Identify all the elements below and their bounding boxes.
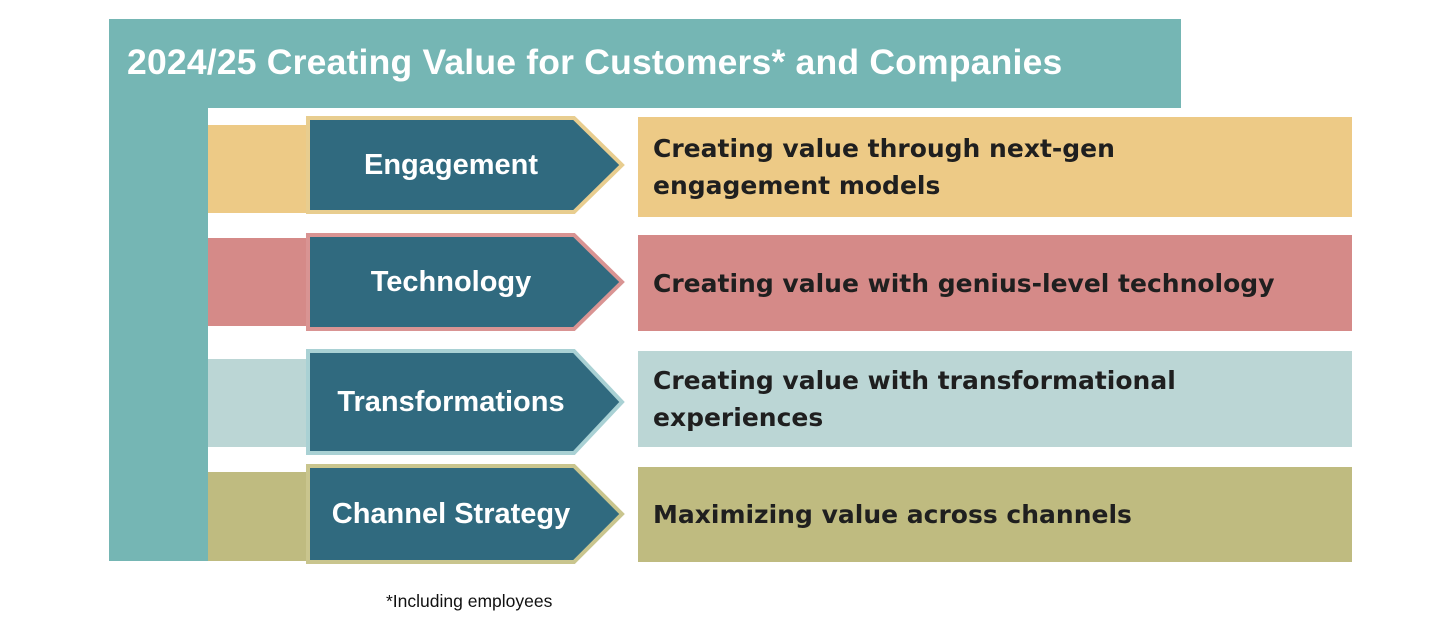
arrow-shape: [306, 349, 625, 455]
description-box: Creating value through next-gen engageme…: [638, 117, 1352, 217]
description-box: Creating value with transformational exp…: [638, 351, 1352, 447]
arrow-label: Technology: [370, 265, 532, 298]
arrow-shape: [306, 233, 625, 331]
arrow-transformations: Transformations: [306, 349, 626, 455]
description-text: Creating value through next-gen engageme…: [653, 134, 1115, 200]
lead-bar: [208, 472, 310, 561]
frame-top-bar: [109, 19, 1181, 108]
lead-bar: [208, 125, 310, 213]
footnote: *Including employees: [386, 591, 553, 611]
frame-side-bar: [109, 19, 208, 561]
diagram-title: 2024/25 Creating Value for Customers* an…: [127, 42, 1063, 82]
arrow-shape: [306, 116, 625, 214]
arrow-label: Channel Strategy: [331, 497, 571, 530]
arrow-technology: Technology: [306, 233, 626, 331]
arrow-label: Transformations: [337, 385, 565, 418]
description-text: Creating value with transformational exp…: [653, 366, 1176, 432]
arrow-engagement: Engagement: [306, 116, 626, 214]
lead-bar: [208, 359, 310, 447]
description-box: Creating value with genius-level technol…: [638, 235, 1352, 331]
description-box: Maximizing value across channels: [638, 467, 1352, 562]
lead-bar: [208, 238, 310, 326]
arrow-label: Engagement: [363, 148, 539, 181]
description-text: Creating value with genius-level technol…: [653, 268, 1275, 298]
arrow-channel-strategy: Channel Strategy: [306, 464, 626, 564]
arrow-shape: [306, 464, 625, 564]
description-text: Maximizing value across channels: [653, 500, 1132, 529]
